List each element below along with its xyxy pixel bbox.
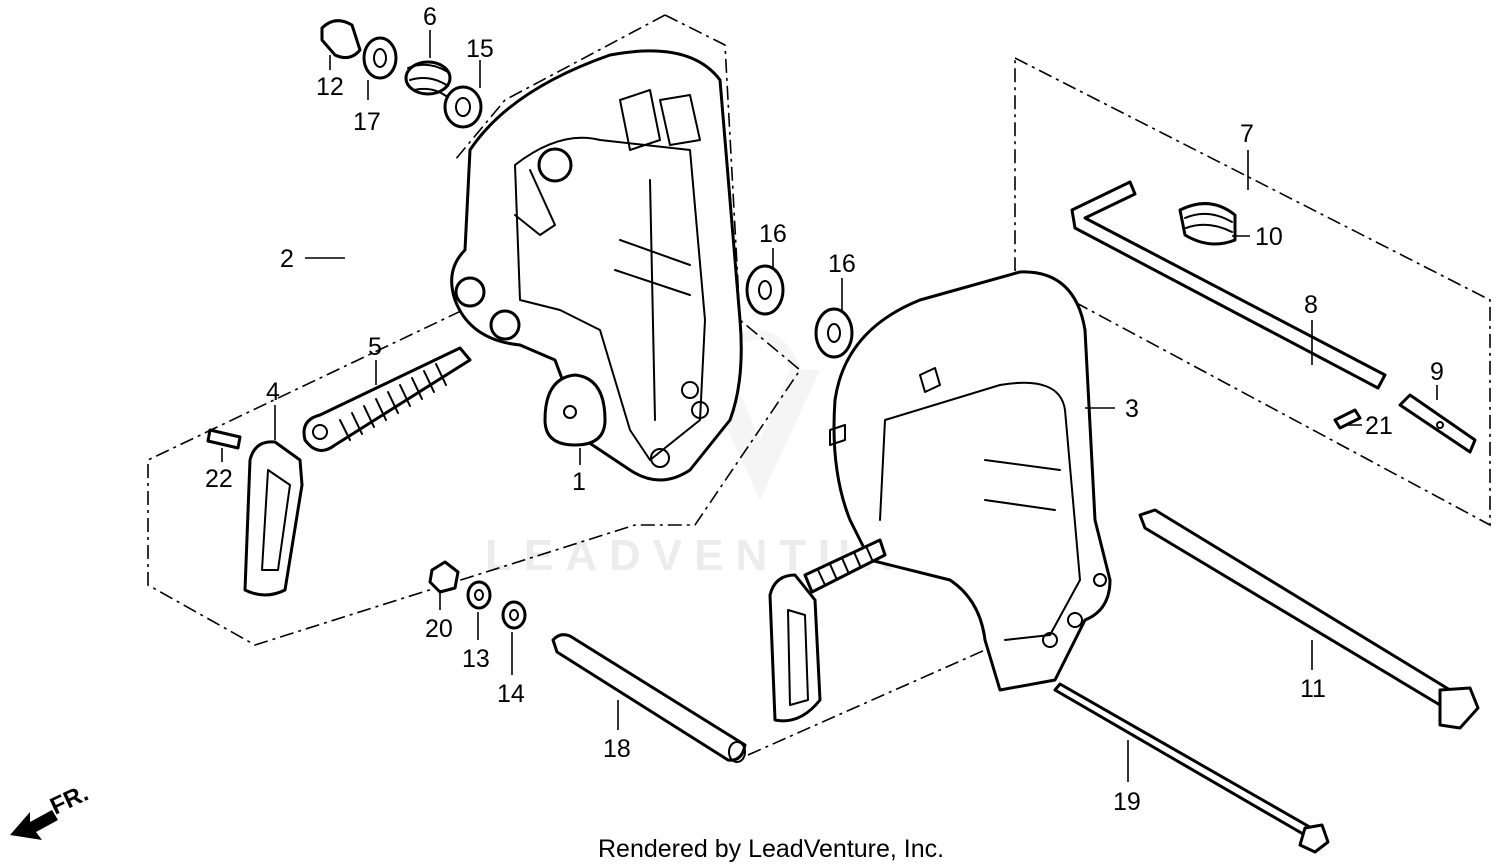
callout-12: 12 — [316, 73, 344, 101]
callout-6: 6 — [423, 3, 437, 31]
tilt-lever-7 — [1070, 180, 1387, 390]
clamp-handle-left — [243, 440, 304, 597]
washer-16a — [745, 264, 785, 316]
washer-14 — [501, 600, 527, 630]
front-arrow-icon — [10, 810, 58, 840]
callout-17: 17 — [353, 108, 381, 136]
stern-bracket-right — [829, 270, 1112, 692]
pin-21 — [1333, 408, 1362, 430]
pipe-18 — [551, 633, 747, 763]
callout-3: 3 — [1125, 395, 1139, 423]
callout-22: 22 — [205, 465, 233, 493]
nut-20 — [428, 560, 460, 594]
pin-9 — [1398, 393, 1477, 454]
group-outline-bottom — [747, 649, 986, 756]
clamp-screw-left — [302, 346, 472, 452]
washer-16b — [814, 307, 854, 359]
callout-15: 15 — [466, 35, 494, 63]
callout-10: 10 — [1255, 223, 1283, 251]
cap-nut-12 — [320, 19, 362, 60]
callout-11: 11 — [1300, 675, 1326, 703]
bolt-11 — [1138, 508, 1480, 730]
callout-8: 8 — [1304, 291, 1318, 319]
callout-5: 5 — [368, 333, 382, 361]
washer-17 — [362, 36, 398, 80]
callout-16b: 16 — [828, 250, 856, 278]
callout-13: 13 — [462, 645, 490, 673]
pin-22 — [206, 428, 242, 450]
group-outline-right — [1014, 56, 1491, 527]
group-outline-left — [147, 14, 802, 646]
credit-text: Rendered by LeadVenture, Inc. — [598, 835, 944, 863]
stern-bracket-left — [450, 49, 743, 482]
callout-4: 4 — [266, 378, 280, 406]
callout-16a: 16 — [759, 220, 787, 248]
clamp-handle-right — [768, 573, 822, 723]
washer-15 — [443, 85, 483, 129]
plug-cap — [543, 373, 607, 447]
callout-7: 7 — [1240, 120, 1254, 148]
spring-6 — [404, 60, 452, 97]
group-outline-left-top — [454, 14, 666, 161]
callout-21: 21 — [1365, 412, 1393, 440]
washer-13 — [466, 580, 492, 610]
callout-20: 20 — [425, 615, 453, 643]
callout-9: 9 — [1430, 358, 1444, 386]
clamp-screw-right — [803, 538, 887, 594]
leader-lines — [221, 30, 1438, 782]
callout-1: 1 — [572, 468, 586, 496]
bolt-19 — [1053, 682, 1330, 854]
callout-19: 19 — [1113, 788, 1141, 816]
callout-18: 18 — [603, 735, 631, 763]
spring-10 — [1178, 202, 1237, 246]
callout-2: 2 — [280, 245, 294, 273]
callout-14: 14 — [497, 680, 525, 708]
